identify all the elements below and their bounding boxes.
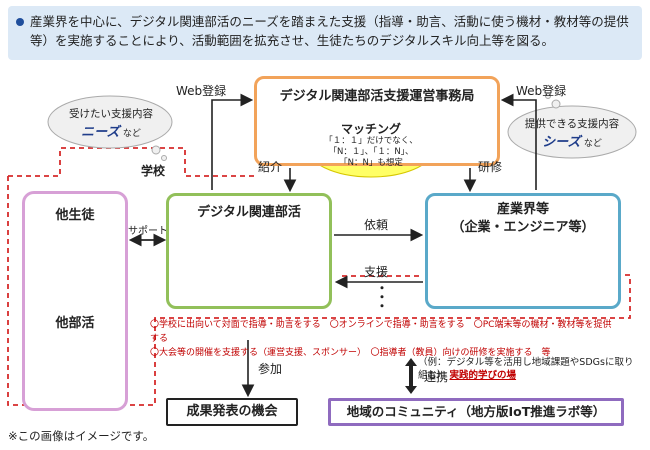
school-boundary: [7, 147, 631, 406]
sanka-label: 参加: [258, 362, 283, 376]
support-items-list: 〇学校に出向いて対面で指導・助言をする 〇オンラインで指導・助言をする 〇PC端…: [150, 318, 620, 360]
support-label: サポート: [128, 226, 168, 237]
matching-title: マッチング: [340, 122, 401, 136]
support-items-row-2: 〇大会等の開催を支援する（運営支援、スポンサー） 〇指導者（教員）向けの研修を実…: [150, 348, 551, 358]
renkei-arrow: [405, 358, 417, 394]
matching-line-3: 「N：N」も想定: [339, 158, 403, 168]
header-text: 産業界を中心に、デジタル関連部活のニーズを踏まえた支援（指導・助言、活動に使う機…: [30, 14, 629, 48]
web-register-left-label: Web登録: [176, 84, 227, 98]
industry-title: 産業界等 （企業・エンジニア等）: [428, 201, 618, 237]
needs-suffix: など: [122, 129, 141, 139]
other-clubs-title: 他部活: [55, 316, 95, 331]
needs-bubble: [47, 95, 173, 149]
footnote: ※この画像はイメージです。: [8, 429, 155, 443]
header-banner: 産業界を中心に、デジタル関連部活のニーズを踏まえた支援（指導・助言、活動に使う機…: [8, 6, 642, 60]
needs-line: 受けたい支援内容: [69, 108, 153, 120]
industry-line-1: 産業界等: [496, 202, 549, 217]
other-students-title: 他生徒: [55, 208, 95, 223]
needs-keyword: ニーズ: [81, 125, 120, 140]
industry-box: 産業界等 （企業・エンジニア等）: [425, 193, 621, 309]
renkei-label: 連携: [424, 370, 449, 384]
office-title: デジタル関連部活支援運営事務局: [279, 89, 475, 104]
web-register-right-label: Web登録: [516, 84, 567, 98]
seeds-bubble: [507, 105, 637, 159]
community-box: 地域のコミュニティ（地方版IoT推進ラボ等）: [328, 398, 624, 426]
matching-callout: マッチング 「１：１」だけでなく、 「N：１」、「１：N」、 「N：N」も想定: [307, 114, 435, 176]
result-presentation-box: 成果発表の機会: [166, 398, 298, 426]
shokai-label: 紹介: [258, 160, 283, 174]
seeds-bubble-text: 提供できる支援内容 シーズ など: [516, 116, 628, 150]
ellipsis-dots: ・ ・ ・: [376, 281, 389, 313]
support-items-row-1: 〇学校に出向いて対面で指導・助言をする 〇オンラインで指導・助言をする 〇PC端…: [150, 320, 612, 344]
matching-line-2: 「N：１」、「１：N」、: [328, 147, 414, 157]
renkei-note: （例：デジタル等を活用し地域課題やSDGsに取り組む） 実践的学びの場: [418, 356, 638, 382]
school-label: 学校: [141, 164, 166, 178]
industry-line-2: （企業・エンジニア等）: [451, 220, 595, 235]
digital-club-box: デジタル関連部活: [166, 193, 332, 309]
other-students-box: 他生徒 他部活: [22, 191, 128, 411]
web-right-arrow: [500, 93, 537, 190]
seeds-suffix: など: [583, 139, 602, 149]
kenshu-label: 研修: [478, 160, 503, 174]
matching-line-1: 「１：１」だけでなく、: [324, 136, 418, 146]
irai-label: 依頼: [364, 218, 389, 232]
seeds-keyword: シーズ: [542, 135, 581, 150]
bullet-icon: [16, 18, 24, 26]
club-title: デジタル関連部活: [197, 205, 301, 220]
renkei-note-text: （例：デジタル等を活用し地域課題やSDGsに取り組む）: [418, 357, 634, 381]
seeds-line: 提供できる支援内容: [524, 118, 620, 130]
office-box: デジタル関連部活支援運営事務局: [254, 76, 500, 166]
shien-label: 支援: [364, 265, 389, 279]
renkei-note-highlight: 実践的学びの場: [449, 370, 517, 381]
matching-text: 「１：１」だけでなく、 「N：１」、「１：N」、 「N：N」も想定: [307, 136, 435, 169]
needs-bubble-text: 受けたい支援内容 ニーズ など: [56, 106, 166, 140]
web-left-arrow: [211, 93, 254, 190]
